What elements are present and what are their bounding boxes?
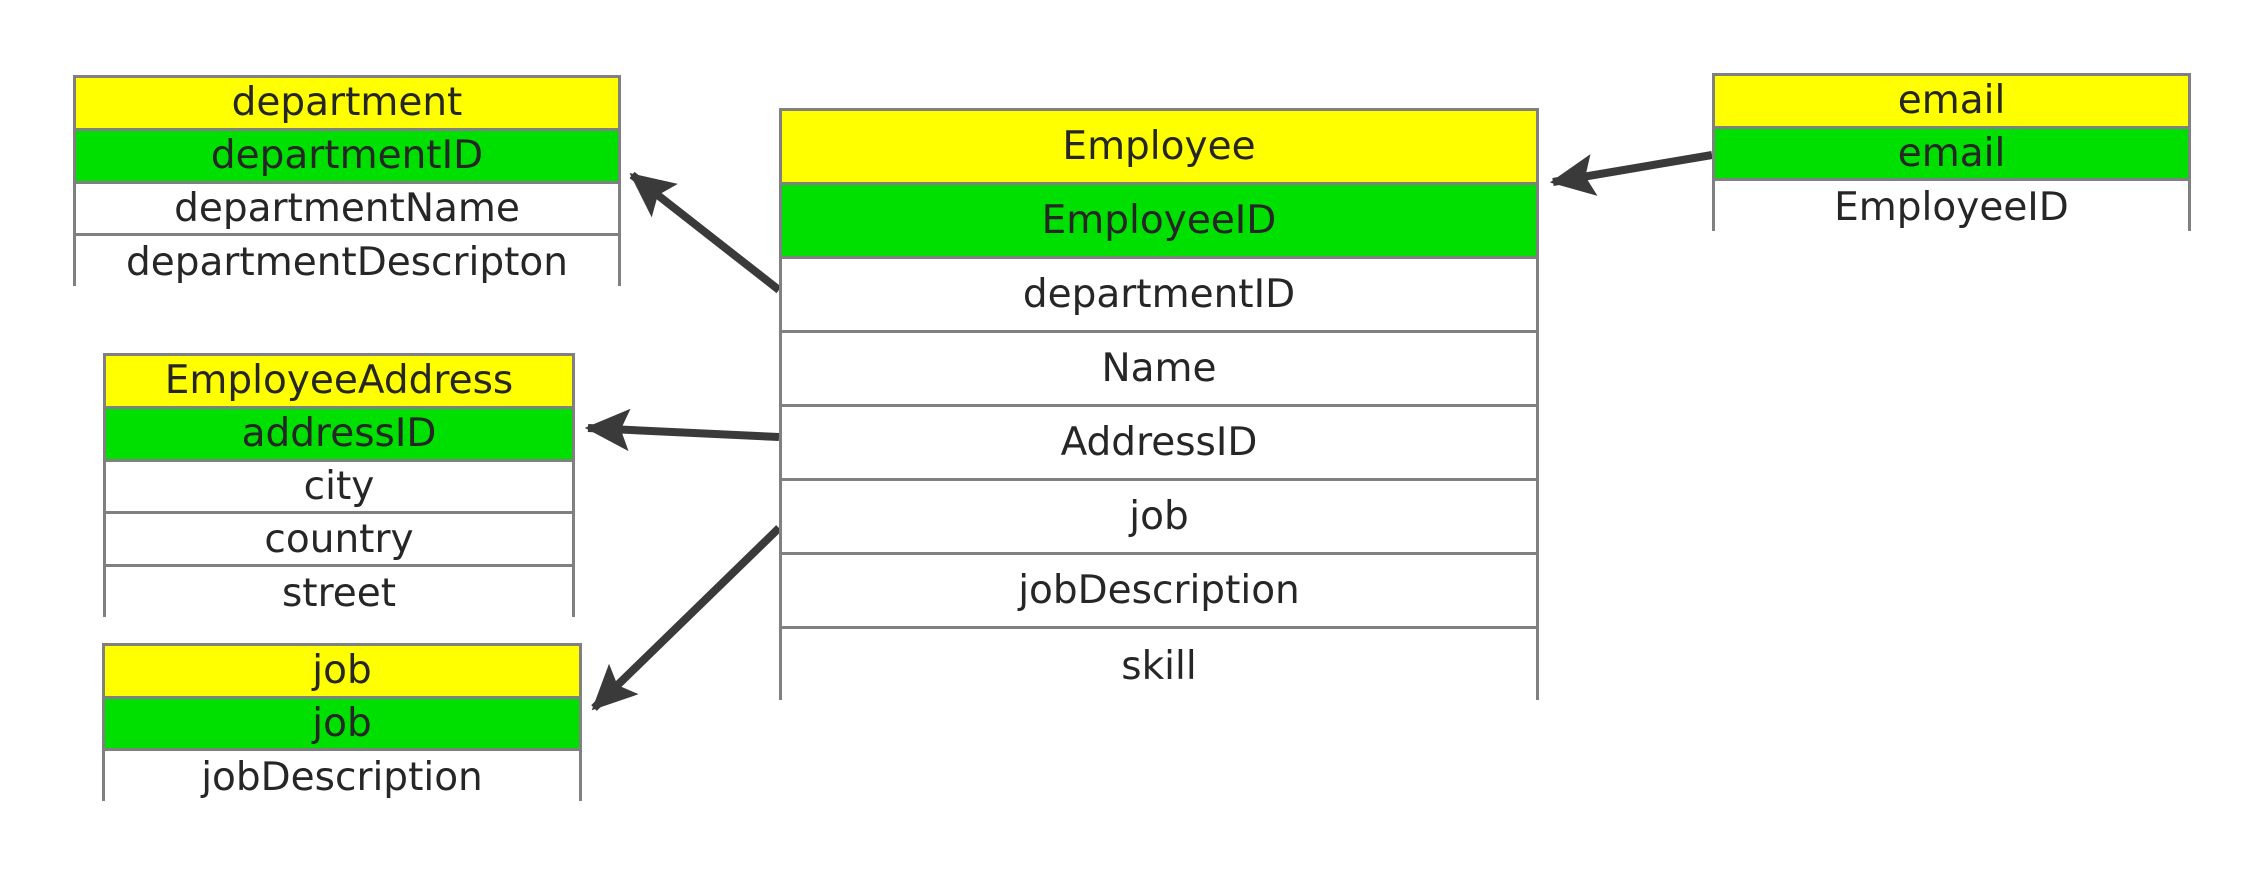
relationship-email-to-employee xyxy=(1549,151,1713,196)
entity-title-employeeaddress: EmployeeAddress xyxy=(106,356,572,409)
entity-email[interactable]: email email EmployeeID xyxy=(1712,73,2191,234)
entity-key-department-departmentid: departmentID xyxy=(76,130,618,184)
entity-attribute-employeeaddress-city: city xyxy=(106,461,572,515)
entity-key-email-email: email xyxy=(1715,128,2188,182)
entity-attribute-employee-name: Name xyxy=(782,333,1536,407)
entity-key-employee-employeeid: EmployeeID xyxy=(782,185,1536,259)
entity-attribute-email-employeeid: EmployeeID xyxy=(1715,181,2188,234)
entity-attribute-employeeaddress-country: country xyxy=(106,514,572,568)
entity-attribute-job-jobdescription: jobDescription xyxy=(105,751,579,804)
entity-attribute-employee-departmentid: departmentID xyxy=(782,259,1536,333)
entity-attribute-employee-job: job xyxy=(782,481,1536,555)
entity-employee[interactable]: Employee EmployeeID departmentID Name Ad… xyxy=(779,108,1539,703)
entity-key-employeeaddress-addressid: addressID xyxy=(106,408,572,462)
entity-attribute-employeeaddress-street: street xyxy=(106,567,572,620)
entity-title-department: department xyxy=(76,78,618,131)
entity-title-email: email xyxy=(1715,76,2188,129)
entity-attribute-employee-skill: skill xyxy=(782,629,1536,703)
entity-attribute-department-departmentdescripton: departmentDescripton xyxy=(76,236,618,289)
relationship-employee-to-department xyxy=(629,171,782,294)
entity-title-job: job xyxy=(105,646,579,699)
entity-attribute-department-departmentname: departmentName xyxy=(76,183,618,237)
entity-key-job-job: job xyxy=(105,698,579,752)
relationship-employee-to-job xyxy=(591,525,782,711)
entity-job[interactable]: job job jobDescription xyxy=(102,643,582,804)
entity-department[interactable]: department departmentID departmentName d… xyxy=(73,75,621,289)
entity-attribute-employee-jobdescription: jobDescription xyxy=(782,555,1536,629)
entity-title-employee: Employee xyxy=(782,111,1536,185)
entity-employeeaddress[interactable]: EmployeeAddress addressID city country s… xyxy=(103,353,575,620)
entity-attribute-employee-addressid: AddressID xyxy=(782,407,1536,481)
relationship-employee-to-employeeaddress xyxy=(584,408,780,452)
